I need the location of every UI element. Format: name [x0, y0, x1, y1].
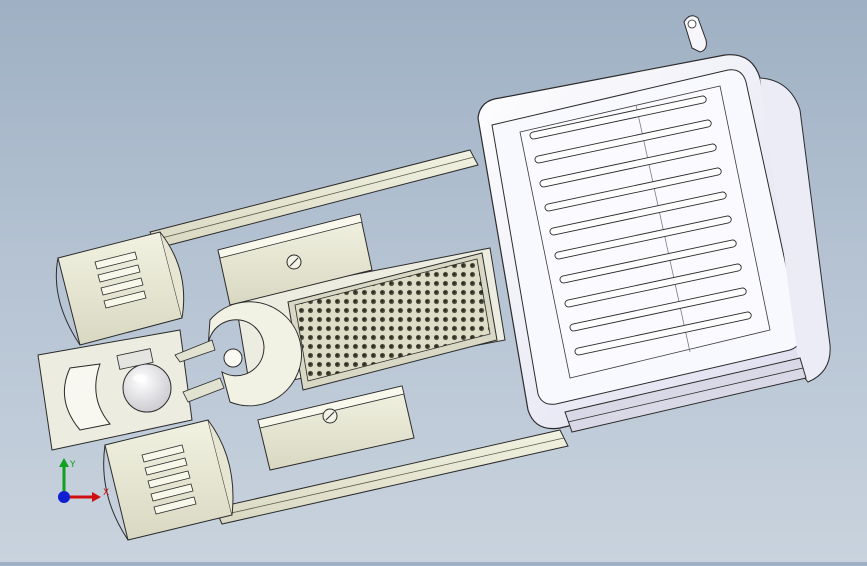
x-axis-label: X	[103, 488, 109, 498]
side-rail-bottom[interactable]	[214, 429, 569, 525]
ball-joint[interactable]	[116, 348, 172, 413]
left-end-plate[interactable]	[37, 329, 193, 451]
coordinate-triad: X Y	[58, 458, 109, 503]
hook-clip[interactable]	[683, 15, 707, 53]
y-axis-label: Y	[69, 460, 76, 470]
upper-roller[interactable]	[55, 231, 185, 346]
z-axis-icon	[58, 491, 70, 503]
upper-bracket[interactable]	[217, 213, 373, 306]
c-clamp[interactable]	[174, 301, 303, 407]
enclosure-base[interactable]	[564, 357, 807, 433]
vent-slots	[529, 95, 752, 356]
lower-roller[interactable]	[103, 419, 234, 541]
lower-bracket[interactable]	[257, 385, 415, 471]
